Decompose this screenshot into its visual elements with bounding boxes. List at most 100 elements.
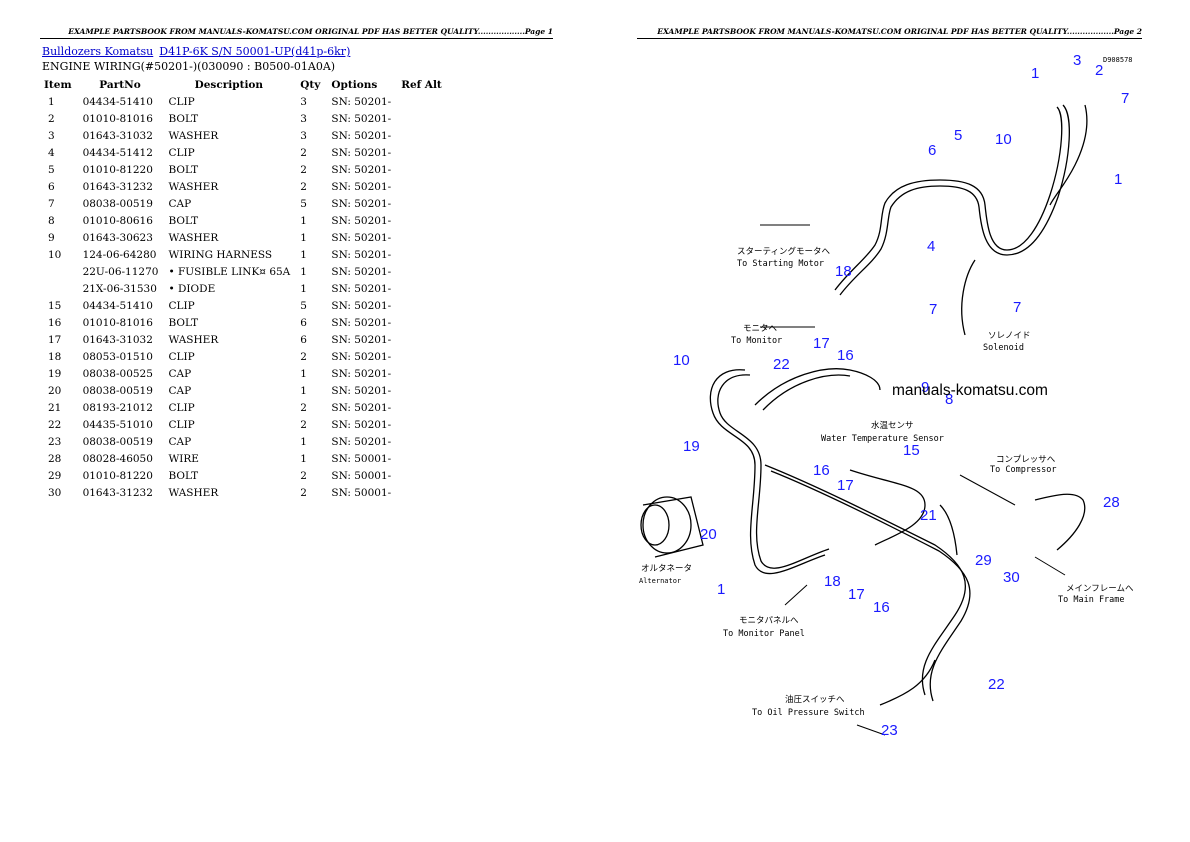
cell-desc: CAP	[168, 367, 192, 380]
cell-item: 1	[48, 95, 55, 108]
page-header: EXAMPLE PARTSBOOK FROM MANUALS-KOMATSU.C…	[40, 26, 553, 39]
cell-ref	[395, 280, 447, 297]
label-starting-motor: To Starting Motor	[737, 259, 824, 269]
cell-qty: 1	[300, 265, 307, 278]
cell-ref	[395, 178, 447, 195]
cell-desc: WASHER	[168, 129, 219, 142]
cell-item: 23	[48, 435, 62, 448]
callout-5: 5	[954, 127, 962, 144]
breadcrumb-link-bulldozers[interactable]: Bulldozers Komatsu	[42, 45, 154, 58]
cell-part: 04434-51410	[82, 95, 153, 108]
label-alternator: Alternator	[639, 577, 681, 585]
callout-18b: 18	[824, 573, 841, 590]
cell-part: 01643-31032	[82, 333, 153, 346]
label-oil-pressure-jp: 油圧スイッチへ	[785, 694, 845, 705]
cell-part: 04434-51412	[82, 146, 153, 159]
cell-ref	[395, 416, 447, 433]
cell-ref	[395, 314, 447, 331]
cell-qty: 1	[300, 367, 307, 380]
cell-desc: BOLT	[168, 163, 199, 176]
column-header-options: Options	[331, 79, 378, 91]
cell-desc: • FUSIBLE LINK¤ 65A	[168, 265, 291, 278]
callout-10b: 10	[673, 352, 690, 369]
cell-opt: SN: 50201-	[331, 163, 392, 176]
cell-ref	[395, 297, 447, 314]
cell-qty: 1	[300, 282, 307, 295]
cell-part: 08193-21012	[82, 401, 153, 414]
cell-desc: CAP	[168, 197, 192, 210]
column-header-item: Item	[44, 79, 72, 91]
cell-qty: 2	[300, 146, 307, 159]
cell-part: 124-06-64280	[82, 248, 157, 261]
cell-part: 01643-31232	[82, 486, 153, 499]
cell-part: 01010-81016	[82, 316, 153, 329]
callout-19: 19	[683, 438, 700, 455]
cell-part: 08038-00519	[82, 435, 153, 448]
cell-part: 08053-01510	[82, 350, 153, 363]
cell-ref	[395, 127, 447, 144]
cell-qty: 1	[300, 384, 307, 397]
cell-item: 30	[48, 486, 62, 499]
cell-ref	[395, 93, 447, 110]
cell-item: 10	[48, 248, 62, 261]
label-solenoid: Solenoid	[983, 343, 1024, 353]
cell-qty: 2	[300, 469, 307, 482]
cell-desc: CLIP	[168, 401, 195, 414]
cell-desc: CAP	[168, 435, 192, 448]
callout-10: 10	[995, 131, 1012, 148]
callout-6: 6	[928, 142, 936, 159]
cell-desc: WASHER	[168, 180, 219, 193]
cell-desc: CLIP	[168, 95, 195, 108]
column-header-description: Description	[194, 79, 264, 91]
cell-qty: 2	[300, 401, 307, 414]
cell-item: 5	[48, 163, 55, 176]
callout-18: 18	[835, 263, 852, 280]
diagram-code: D908578	[1103, 56, 1133, 64]
page-2: EXAMPLE PARTSBOOK FROM MANUALS-KOMATSU.C…	[595, 0, 1190, 842]
cell-opt: SN: 50001-	[331, 469, 392, 482]
cell-item: 17	[48, 333, 62, 346]
callout-22: 22	[773, 356, 790, 373]
cell-qty: 3	[300, 129, 307, 142]
cell-item: 8	[48, 214, 55, 227]
cell-opt: SN: 50201-	[331, 316, 392, 329]
cell-opt: SN: 50201-	[331, 384, 392, 397]
cell-item	[42, 280, 77, 297]
cell-item: 4	[48, 146, 55, 159]
callout-17: 17	[813, 335, 830, 352]
breadcrumb-link-model[interactable]: D41P-6K S/N 50001-UP(d41p-6kr)	[159, 45, 351, 58]
cell-part: 01010-81220	[82, 469, 153, 482]
callout-7: 7	[1121, 90, 1129, 107]
cell-part: 22U-06-11270	[82, 265, 159, 278]
cell-item	[42, 263, 77, 280]
cell-opt: SN: 50201-	[331, 367, 392, 380]
cell-opt: SN: 50201-	[331, 282, 392, 295]
parts-table: Item PartNo Description Qty Options Ref …	[42, 77, 447, 501]
cell-item: 28	[48, 452, 62, 465]
cell-item: 3	[48, 129, 55, 142]
label-compressor: To Compressor	[990, 465, 1057, 475]
cell-desc: CLIP	[168, 146, 195, 159]
callout-16b: 16	[813, 462, 830, 479]
cell-ref	[395, 229, 447, 246]
cell-item: 9	[48, 231, 55, 244]
callout-22b: 22	[988, 676, 1005, 693]
cell-desc: WASHER	[168, 486, 219, 499]
cell-opt: SN: 50201-	[331, 350, 392, 363]
cell-item: 7	[48, 197, 55, 210]
cell-part: 01010-80616	[82, 214, 153, 227]
cell-qty: 6	[300, 333, 307, 346]
cell-ref	[395, 263, 447, 280]
